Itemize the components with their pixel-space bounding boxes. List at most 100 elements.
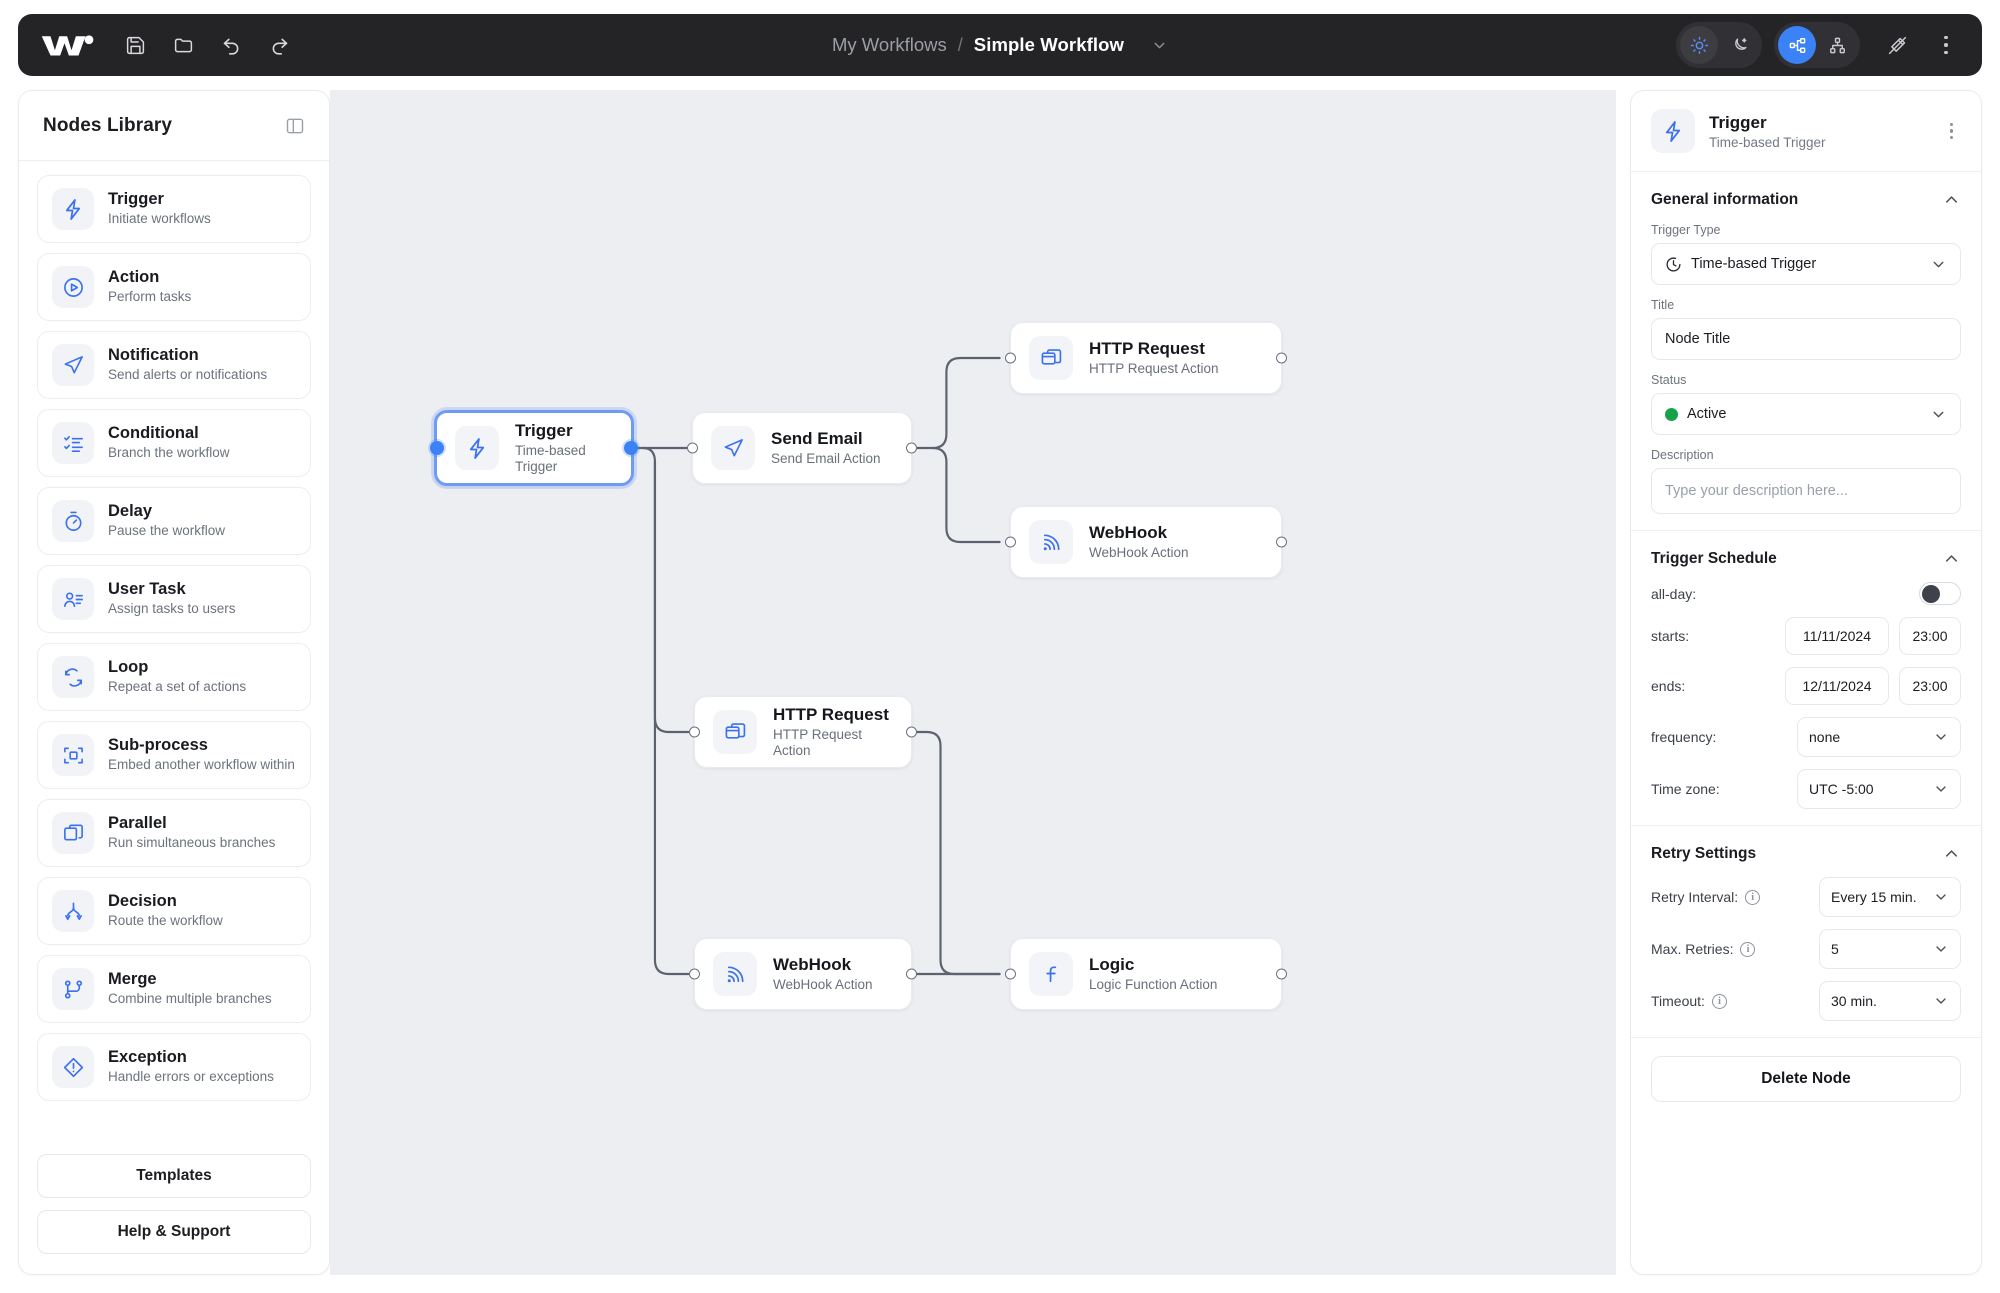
help-support-button[interactable]: Help & Support: [37, 1210, 311, 1254]
section-general-header[interactable]: General information: [1651, 190, 1961, 209]
more-vertical-icon[interactable]: [1942, 117, 1961, 146]
node-port-out[interactable]: [1276, 968, 1287, 980]
redo-icon[interactable]: [266, 32, 292, 58]
node-port-in[interactable]: [687, 442, 698, 454]
breadcrumb-parent[interactable]: My Workflows: [831, 34, 947, 55]
layout-toggle-group: [1774, 22, 1860, 68]
canvas-node-logic[interactable]: Logic Logic Function Action: [1005, 938, 1287, 1010]
sidebar-footer: Templates Help & Support: [19, 1144, 329, 1274]
field-trigger-type: Trigger Type Time-based Trigger: [1651, 223, 1961, 285]
node-port-out[interactable]: [624, 441, 638, 455]
node-port-in[interactable]: [689, 968, 700, 980]
frequency-select[interactable]: none: [1797, 717, 1961, 757]
chevron-down-icon[interactable]: [1933, 993, 1949, 1009]
library-node-title: Delay: [108, 502, 153, 521]
chevron-down-icon[interactable]: [1933, 781, 1949, 797]
section-retry-header[interactable]: Retry Settings: [1651, 844, 1961, 863]
properties-footer: Delete Node: [1631, 1038, 1981, 1124]
undo-icon[interactable]: [218, 32, 244, 58]
info-icon[interactable]: i: [1740, 941, 1756, 957]
status-select[interactable]: Active: [1651, 393, 1961, 435]
library-node-title: Action: [108, 268, 160, 287]
ends-date-input[interactable]: 12/11/2024: [1785, 667, 1889, 705]
node-port-in[interactable]: [689, 726, 700, 738]
toolbar-tools: [122, 32, 292, 58]
all-day-toggle[interactable]: [1919, 582, 1961, 605]
title-label: Title: [1651, 298, 1675, 312]
chevron-down-icon[interactable]: [1933, 889, 1949, 905]
layout-vertical-icon[interactable]: [1818, 26, 1856, 64]
timeout-value: 30 min.: [1831, 993, 1877, 1009]
node-port-out[interactable]: [906, 726, 917, 738]
node-port-out[interactable]: [906, 968, 917, 980]
moon-icon[interactable]: [1720, 26, 1758, 64]
canvas-node-trigger[interactable]: Trigger Time-based Trigger: [430, 410, 638, 486]
info-icon[interactable]: i: [1711, 993, 1727, 1009]
title-input[interactable]: Node Title: [1651, 318, 1961, 360]
node-port-in[interactable]: [1005, 536, 1016, 548]
workflow-logo[interactable]: [40, 30, 96, 60]
chevron-down-icon[interactable]: [1930, 406, 1947, 423]
chevron-up-icon[interactable]: [1942, 844, 1961, 863]
more-vertical-icon[interactable]: [1932, 28, 1960, 62]
section-title: Retry Settings: [1651, 844, 1757, 862]
merge-icon: [52, 968, 94, 1010]
templates-button[interactable]: Templates: [37, 1154, 311, 1198]
layout-horizontal-icon[interactable]: [1778, 26, 1816, 64]
breadcrumb-current[interactable]: Simple Workflow: [973, 34, 1125, 55]
node-subtitle: Logic Function Action: [1089, 976, 1218, 992]
starts-time-input[interactable]: 23:00: [1899, 617, 1961, 655]
node-port-in[interactable]: [430, 441, 444, 455]
panel-collapse-icon[interactable]: [285, 116, 305, 136]
chevron-down-icon[interactable]: [1933, 941, 1949, 957]
section-schedule-header[interactable]: Trigger Schedule: [1651, 549, 1961, 568]
retry-interval-select[interactable]: Every 15 min.: [1819, 877, 1961, 917]
workflow-canvas[interactable]: Trigger Time-based Trigger Send Email Se…: [330, 90, 1616, 1275]
canvas-node-http-request-mid[interactable]: HTTP Request HTTP Request Action: [689, 696, 917, 768]
save-icon[interactable]: [122, 32, 148, 58]
chevron-down-icon[interactable]: [1151, 37, 1168, 54]
delete-node-button[interactable]: Delete Node: [1651, 1056, 1961, 1102]
ends-time-input[interactable]: 23:00: [1899, 667, 1961, 705]
chevron-down-icon[interactable]: [1933, 729, 1949, 745]
description-textarea[interactable]: Type your description here...: [1651, 468, 1961, 514]
node-title: Trigger: [515, 421, 573, 441]
chevron-down-icon[interactable]: [1930, 256, 1947, 273]
canvas-node-http-request-top[interactable]: HTTP Request HTTP Request Action: [1005, 322, 1287, 394]
chevron-up-icon[interactable]: [1942, 549, 1961, 568]
timezone-select[interactable]: UTC -5:00: [1797, 769, 1961, 809]
max-retries-select[interactable]: 5: [1819, 929, 1961, 969]
canvas-node-webhook-bottom[interactable]: WebHook WebHook Action: [689, 938, 917, 1010]
node-port-out[interactable]: [906, 442, 917, 454]
node-port-out[interactable]: [1276, 352, 1287, 364]
starts-date-input[interactable]: 11/11/2024: [1785, 617, 1889, 655]
open-folder-icon[interactable]: [170, 32, 196, 58]
library-node-subtitle: Pause the workflow: [108, 523, 226, 539]
timeout-select[interactable]: 30 min.: [1819, 981, 1961, 1021]
library-node-subtitle: Handle errors or exceptions: [108, 1069, 274, 1085]
node-port-in[interactable]: [1005, 968, 1016, 980]
trigger-type-select[interactable]: Time-based Trigger: [1651, 243, 1961, 285]
library-node-title: Sub-process: [108, 736, 208, 755]
chevron-up-icon[interactable]: [1942, 190, 1961, 209]
magic-wand-off-icon[interactable]: [1880, 28, 1914, 62]
canvas-node-webhook-right[interactable]: WebHook WebHook Action: [1005, 506, 1287, 578]
node-port-out[interactable]: [1276, 536, 1287, 548]
info-icon[interactable]: i: [1745, 889, 1761, 905]
node-port-in[interactable]: [1005, 352, 1016, 364]
sun-icon[interactable]: [1680, 26, 1718, 64]
canvas-node-send-email[interactable]: Send Email Send Email Action: [687, 412, 917, 484]
